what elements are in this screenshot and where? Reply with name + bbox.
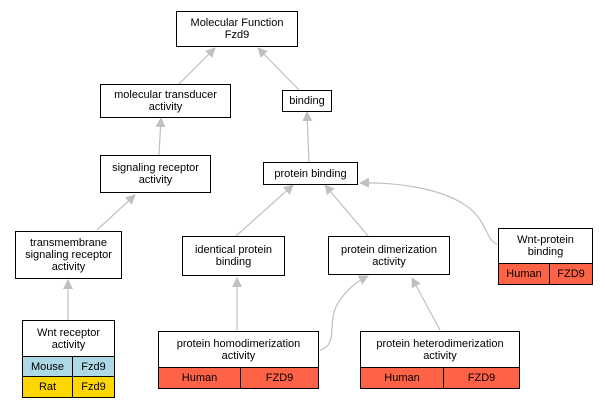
node-protein-dimerization-activity[interactable]: protein dimerization activity [328, 236, 450, 275]
edge-transmembrane-to-signaling [96, 194, 136, 231]
gene-cell: FZD9 [549, 264, 592, 284]
node-binding[interactable]: binding [282, 90, 332, 112]
species-cell: Human [506, 268, 542, 280]
gene-cell: FZD9 [443, 368, 519, 388]
node-molecular-function[interactable]: Molecular Function Fzd9 [176, 11, 298, 47]
edge-protein-binding-to-binding [302, 111, 313, 163]
species-cell: Rat [38, 381, 57, 393]
annotation-row: Human FZD9 [360, 368, 520, 389]
gene-cell: FZD9 [240, 368, 318, 388]
node-signaling-receptor-activity[interactable]: signaling receptor activity [100, 155, 211, 193]
edge-heterodimerization-to-dimerization [411, 277, 441, 331]
annotation-row: Mouse Fzd9 [22, 357, 115, 377]
species-cell: Human [181, 372, 218, 384]
annotation-row: Human FZD9 [498, 264, 593, 285]
node-molecular-transducer-activity[interactable]: molecular transducer activity [100, 84, 231, 118]
edge-identical-to-protein-binding [235, 184, 294, 237]
edge-signaling-to-transducer [155, 117, 166, 156]
node-wnt-receptor-activity[interactable]: Wnt receptor activity [22, 320, 115, 357]
node-identical-protein-binding[interactable]: identical protein binding [182, 236, 285, 276]
node-protein-binding[interactable]: protein binding [263, 162, 358, 185]
species-cell: Mouse [30, 360, 65, 373]
species-cell: Human [384, 372, 420, 384]
edge-binding-to-molecular-function [257, 47, 301, 92]
annotation-row: Human FZD9 [158, 368, 319, 389]
edge-dimerization-to-protein-binding [324, 184, 369, 237]
edge-transducer-to-molecular-function [177, 47, 216, 86]
annotation-row: Rat Fzd9 [22, 377, 115, 398]
node-transmembrane-signaling-receptor-activity[interactable]: transmembrane signaling receptor activit… [15, 231, 122, 279]
node-protein-homodimerization-activity[interactable]: protein homodimerization activity [158, 331, 319, 368]
gene-cell: Fzd9 [72, 357, 114, 376]
gene-cell: Fzd9 [72, 377, 114, 397]
node-protein-heterodimerization-activity[interactable]: protein heterodimerization activity [360, 331, 520, 368]
edge-homodimerization-to-dimerization [319, 275, 369, 351]
edge-wntprotein-to-protein-binding [359, 177, 498, 245]
node-wnt-protein-binding[interactable]: Wnt-protein binding [498, 228, 593, 264]
